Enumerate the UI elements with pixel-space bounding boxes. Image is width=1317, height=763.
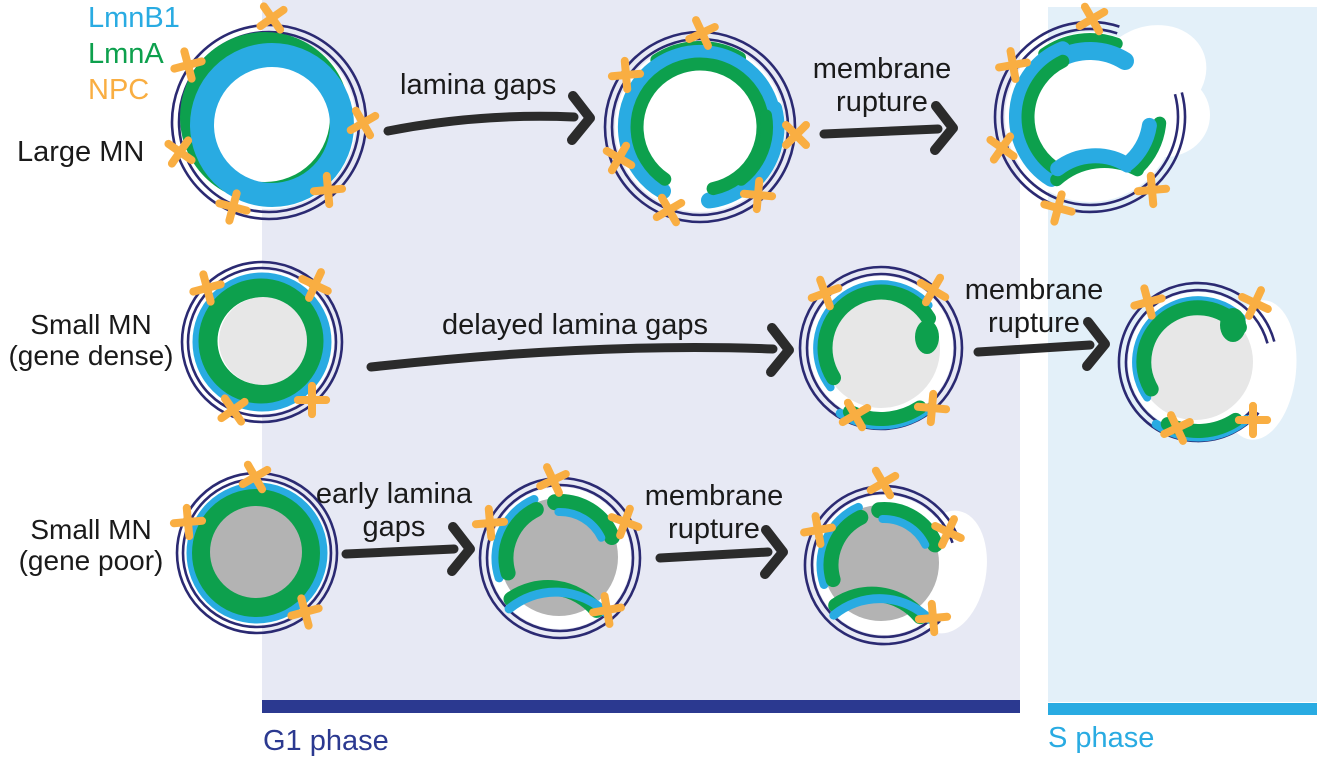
row-label-line: (gene poor) (18, 545, 164, 576)
arrow-label-early-lamina-gaps: early lamina gaps (312, 478, 476, 544)
large-mn-ruptured-diagram (986, 2, 1210, 226)
row-label-line: Small MN (30, 514, 152, 545)
small-mn-gene-poor-intact-diagram (169, 460, 339, 635)
large-mn-intact-diagram (164, 2, 380, 225)
s-phase-bar (1048, 703, 1317, 715)
arrow-label-line: membrane (812, 53, 952, 85)
arrow-label-line: rupture (988, 307, 1080, 339)
arrow-label-membrane-rupture-row1: membrane rupture (808, 53, 956, 119)
legend-label-lmnb1: LmnB1 (88, 2, 180, 34)
small-mn-gene-poor-lamina-gaps-diagram (471, 463, 643, 640)
row-label-line: Small MN (30, 309, 152, 340)
g1-phase-label: G1 phase (263, 725, 389, 757)
row-label-small-mn-gene-dense: Small MN (gene dense) (0, 309, 182, 371)
row-label-large-mn: Large MN (17, 136, 145, 168)
small-mn-gene-dense-lamina-gaps-diagram (798, 265, 964, 432)
process-arrows (341, 91, 1110, 579)
arrow-label-line: early lamina (315, 478, 473, 510)
small-mn-gene-dense-ruptured-diagram (1117, 281, 1297, 445)
arrow-label-line: membrane (964, 274, 1104, 306)
arrow-label-line: gaps (362, 511, 426, 543)
arrow-label-delayed-lamina-gaps: delayed lamina gaps (442, 309, 709, 341)
row-label-line: (gene dense) (8, 340, 174, 371)
row-label-small-mn-gene-poor: Small MN (gene poor) (0, 514, 182, 576)
legend-label-lmna: LmnA (88, 38, 164, 70)
arrow-label-membrane-rupture-row2: membrane rupture (960, 274, 1108, 340)
legend-label-npc: NPC (88, 74, 150, 106)
arrow-label-membrane-rupture-row3: membrane rupture (640, 480, 788, 546)
small-mn-gene-dense-intact-diagram (180, 260, 344, 426)
arrow-label-line: rupture (668, 513, 760, 545)
small-mn-gene-poor-ruptured-diagram (800, 466, 987, 646)
s-phase-label: S phase (1048, 722, 1155, 754)
arrow-label-line: rupture (836, 86, 928, 118)
large-mn-lamina-gaps-diagram (602, 16, 810, 227)
arrow-label-lamina-gaps: lamina gaps (400, 69, 557, 101)
arrow-label-line: membrane (644, 480, 784, 512)
g1-phase-bar (262, 700, 1020, 713)
